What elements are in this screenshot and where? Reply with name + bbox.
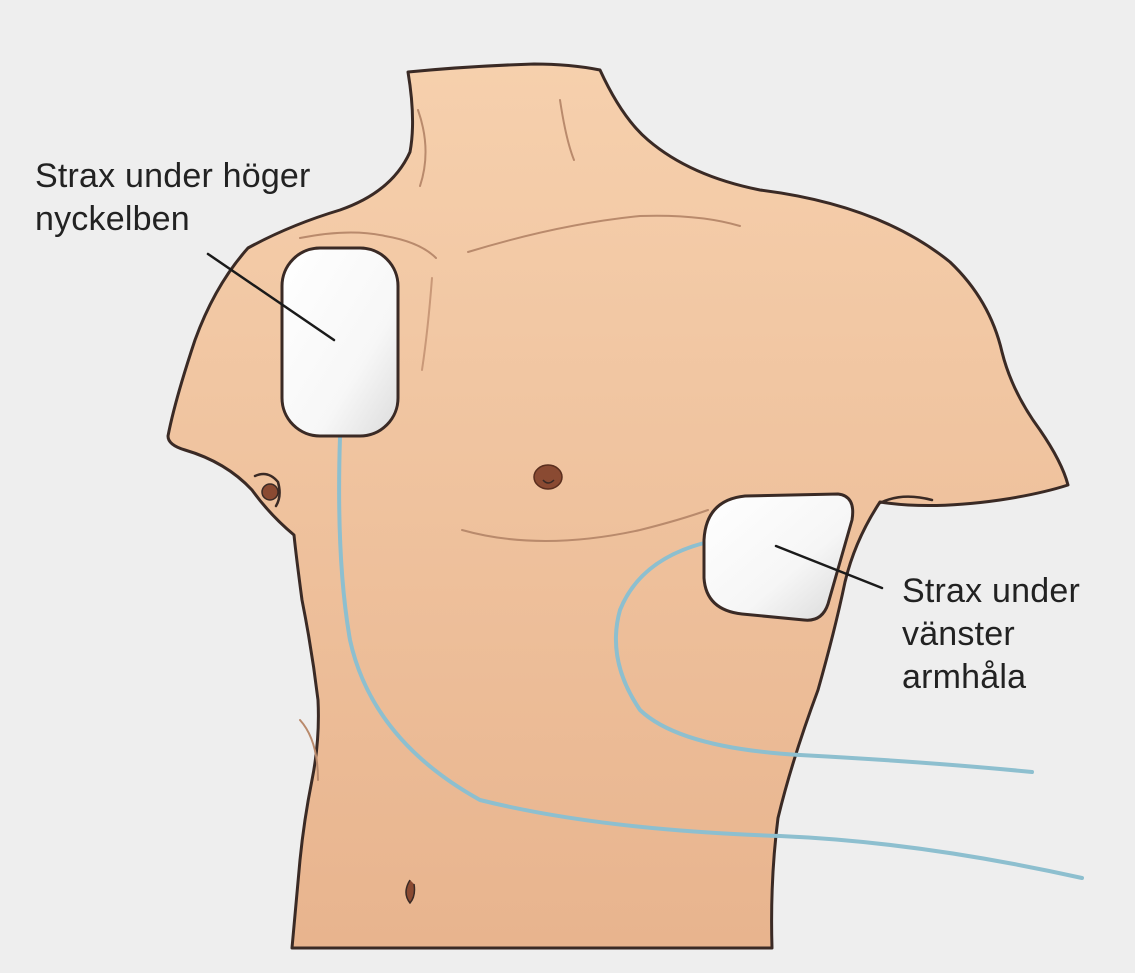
- label-left-armpit-line-2: vänster: [902, 613, 1080, 656]
- label-left-armpit-line-3: armhåla: [902, 656, 1080, 699]
- label-left-armpit: Strax under vänster armhåla: [902, 570, 1080, 699]
- electrode-pad-right-clavicle: [282, 248, 398, 436]
- label-right-clavicle-line-2: nyckelben: [35, 198, 311, 241]
- label-right-clavicle: Strax under höger nyckelben: [35, 155, 311, 241]
- label-right-clavicle-line-1: Strax under höger: [35, 155, 311, 198]
- left-nipple: [534, 465, 562, 489]
- right-nipple: [262, 484, 278, 500]
- label-left-armpit-line-1: Strax under: [902, 570, 1080, 613]
